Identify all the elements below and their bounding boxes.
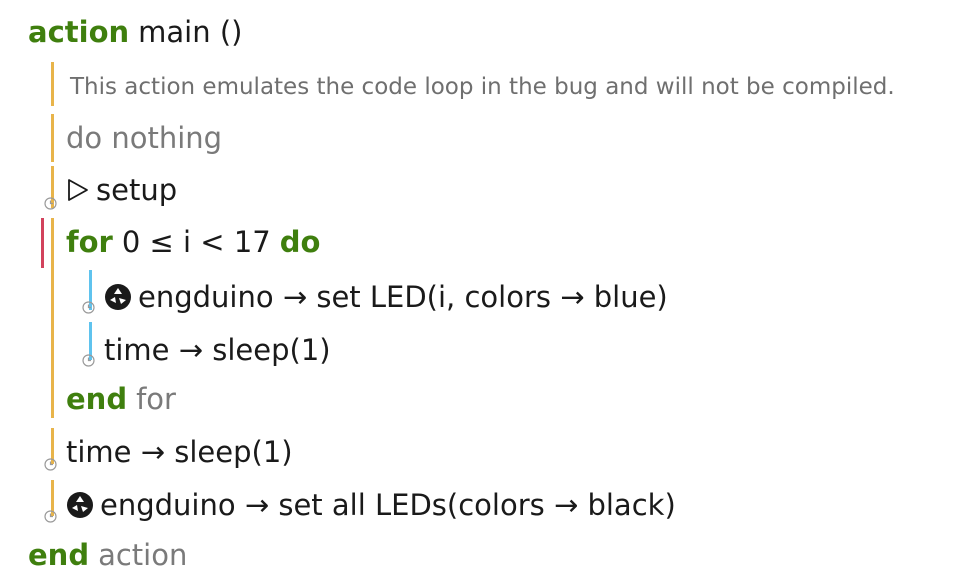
for-body-bar: [89, 270, 92, 310]
statement-set-led[interactable]: engduino → set LED(i, colors → blue): [104, 277, 668, 317]
sleep-outer-text: time → sleep(1): [66, 435, 293, 469]
play-triangle-icon: [66, 177, 90, 203]
action-body-bar: [51, 62, 54, 106]
do-keyword: do: [279, 225, 321, 259]
set-all-leds-text: engduino → set all LEDs(colors → black): [100, 488, 676, 522]
end-for-text: for: [136, 382, 176, 416]
action-body-bar: [51, 114, 54, 162]
statement-setup[interactable]: setup: [66, 170, 177, 210]
action-body-bar: [51, 166, 54, 208]
statement-set-all-leds[interactable]: engduino → set all LEDs(colors → black): [66, 485, 676, 525]
breakpoint-marker[interactable]: [41, 218, 44, 268]
end-action-text: action: [98, 538, 188, 572]
recycle-icon: [104, 283, 132, 311]
clock-icon: [44, 197, 57, 210]
for-expression: 0 ≤ i < 17: [121, 225, 271, 259]
clock-icon: [82, 301, 95, 314]
clock-icon: [44, 510, 57, 523]
statement-sleep-inner[interactable]: time → sleep(1): [104, 330, 331, 370]
comment-line[interactable]: This action emulates the code loop in th…: [70, 67, 895, 107]
action-body-bar: [51, 218, 54, 418]
comment-text: This action emulates the code loop in th…: [70, 74, 895, 100]
statement-sleep-outer[interactable]: time → sleep(1): [66, 432, 293, 472]
clock-icon: [82, 354, 95, 367]
action-body-bar: [51, 480, 54, 516]
for-keyword: for: [66, 225, 113, 259]
action-keyword: action: [28, 15, 130, 49]
recycle-icon: [66, 491, 94, 519]
set-led-text: engduino → set LED(i, colors → blue): [138, 280, 668, 314]
do-nothing-text: do nothing: [66, 121, 223, 155]
setup-text: setup: [96, 173, 178, 207]
end-keyword: end: [28, 538, 90, 572]
end-keyword: end: [66, 382, 128, 416]
action-body-bar: [51, 428, 54, 464]
statement-do-nothing[interactable]: do nothing: [66, 118, 222, 158]
action-name: main (): [138, 15, 243, 49]
for-body-bar: [89, 322, 92, 360]
sleep-inner-text: time → sleep(1): [104, 333, 331, 367]
clock-icon: [44, 458, 57, 471]
